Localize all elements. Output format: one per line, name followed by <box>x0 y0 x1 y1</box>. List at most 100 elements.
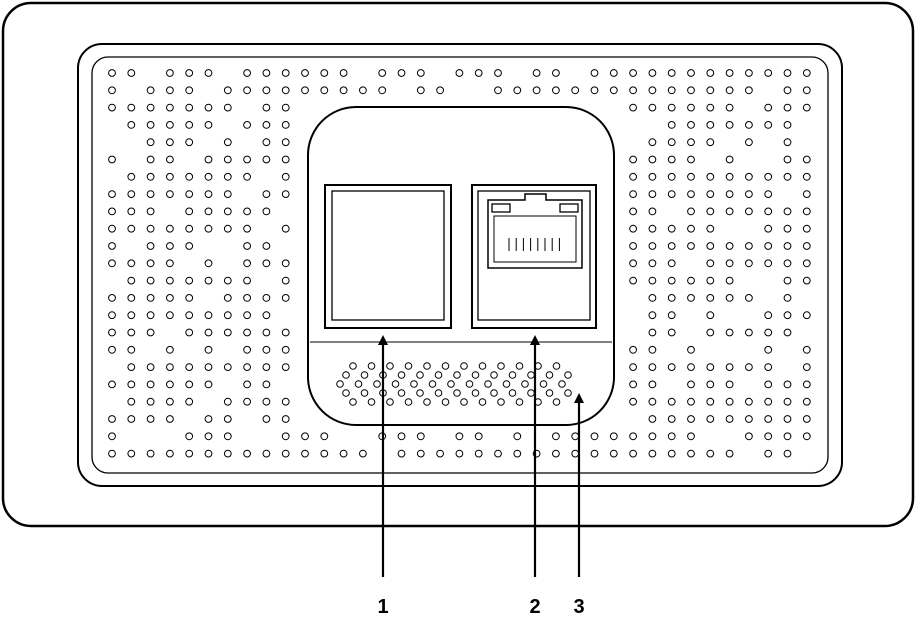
perforation-dot <box>725 276 734 285</box>
vent-hole <box>545 371 554 379</box>
perforation-dot <box>185 121 194 129</box>
perforation-dot <box>667 328 676 337</box>
perforation-dot <box>648 103 657 112</box>
perforation-dot <box>629 242 637 250</box>
vent-hole <box>471 371 480 379</box>
perforation-dot <box>802 172 811 181</box>
perforation-dot <box>706 172 715 181</box>
perforation-dot <box>108 103 116 112</box>
perforation-dot <box>281 103 290 112</box>
perforation-dot <box>706 380 715 389</box>
vent-hole <box>447 380 455 388</box>
perforation-dot <box>764 207 773 216</box>
perforation-dot <box>629 86 637 95</box>
rj45-inner <box>493 215 577 263</box>
perforation-dot <box>552 449 560 458</box>
perforation-dot <box>262 190 271 199</box>
perforation-dot <box>320 69 329 77</box>
perforation-dot <box>648 311 657 320</box>
perforation-dot <box>687 380 695 389</box>
perforation-dot <box>667 276 676 285</box>
perforation-dot <box>281 138 290 147</box>
perforation-dot <box>745 138 753 147</box>
perforation-dot <box>745 259 753 268</box>
vent-hole <box>471 389 480 397</box>
perforation-dot <box>783 86 792 95</box>
perforation-dot <box>629 380 637 389</box>
perforation-dot <box>648 345 657 354</box>
perforation-dot <box>706 363 715 372</box>
perforation-dot <box>262 121 271 129</box>
perforation-dot <box>146 190 155 199</box>
perforation-dot <box>146 449 155 458</box>
perforation-dot <box>185 224 194 233</box>
perforation-dot <box>378 86 387 95</box>
perforation-dot <box>802 190 811 199</box>
perforation-dot <box>127 69 136 77</box>
perforation-dot <box>127 345 136 354</box>
perforation-dot <box>223 224 232 233</box>
perforation-dot <box>552 86 560 95</box>
perforation-dot <box>185 397 194 406</box>
perforation-dot <box>725 449 734 458</box>
perforation-dot <box>243 345 252 354</box>
perforation-dot <box>687 363 695 372</box>
perforation-dot <box>166 345 174 354</box>
perforation-dot <box>223 86 232 95</box>
perforation-dot <box>204 103 213 112</box>
perforation-dot <box>127 103 136 112</box>
perforation-dot <box>127 207 136 216</box>
vent-hole <box>386 398 394 406</box>
perforation-dot <box>127 449 136 458</box>
perforation-dot <box>783 294 792 302</box>
perforation-dot <box>281 276 290 285</box>
perforation-dot <box>262 138 271 147</box>
perforation-dot <box>262 345 271 354</box>
perforation-dot <box>127 190 136 199</box>
perforation-dot <box>590 69 599 77</box>
perforation-dot <box>146 172 155 181</box>
perforation-dot <box>281 224 290 233</box>
perforation-dot <box>185 432 194 441</box>
perforation-dot <box>667 311 676 320</box>
perforation-dot <box>108 415 116 423</box>
perforation-dot <box>166 449 174 458</box>
perforation-dot <box>243 242 252 250</box>
led-right <box>559 203 579 213</box>
perforation-dot <box>783 121 792 129</box>
perforation-dot <box>706 259 715 268</box>
perforation-dot <box>243 259 252 268</box>
perforated-panel-inner <box>91 56 829 474</box>
vent-hole <box>508 389 517 397</box>
perforation-dot <box>706 69 715 77</box>
vent-hole <box>404 398 413 406</box>
perforation-dot <box>281 190 290 199</box>
perforation-dot <box>725 207 734 216</box>
perforation-dot <box>243 397 252 406</box>
perforation-dot <box>745 415 753 423</box>
perforation-dot <box>629 172 637 181</box>
perforation-dot <box>281 121 290 129</box>
perforation-dot <box>687 172 695 181</box>
perforation-dot <box>127 121 136 129</box>
perforation-dot <box>146 380 155 389</box>
vent-hole <box>342 371 350 379</box>
perforation-dot <box>802 380 811 389</box>
perforation-dot <box>513 432 522 441</box>
vent-hole <box>423 362 431 370</box>
perforation-dot <box>725 380 734 389</box>
perforation-dot <box>243 121 252 129</box>
perforation-dot <box>648 328 657 337</box>
perforation-dot <box>687 207 695 216</box>
vent-hole <box>336 380 344 388</box>
perforation-dot <box>204 432 213 441</box>
perforation-dot <box>108 259 116 268</box>
perforation-dot <box>648 449 657 458</box>
perforation-dot <box>745 121 753 129</box>
perforation-dot <box>474 449 483 458</box>
perforation-dot <box>802 242 811 250</box>
perforation-dot <box>108 69 116 77</box>
perforation-dot <box>706 311 715 320</box>
perforation-dot <box>783 103 792 112</box>
